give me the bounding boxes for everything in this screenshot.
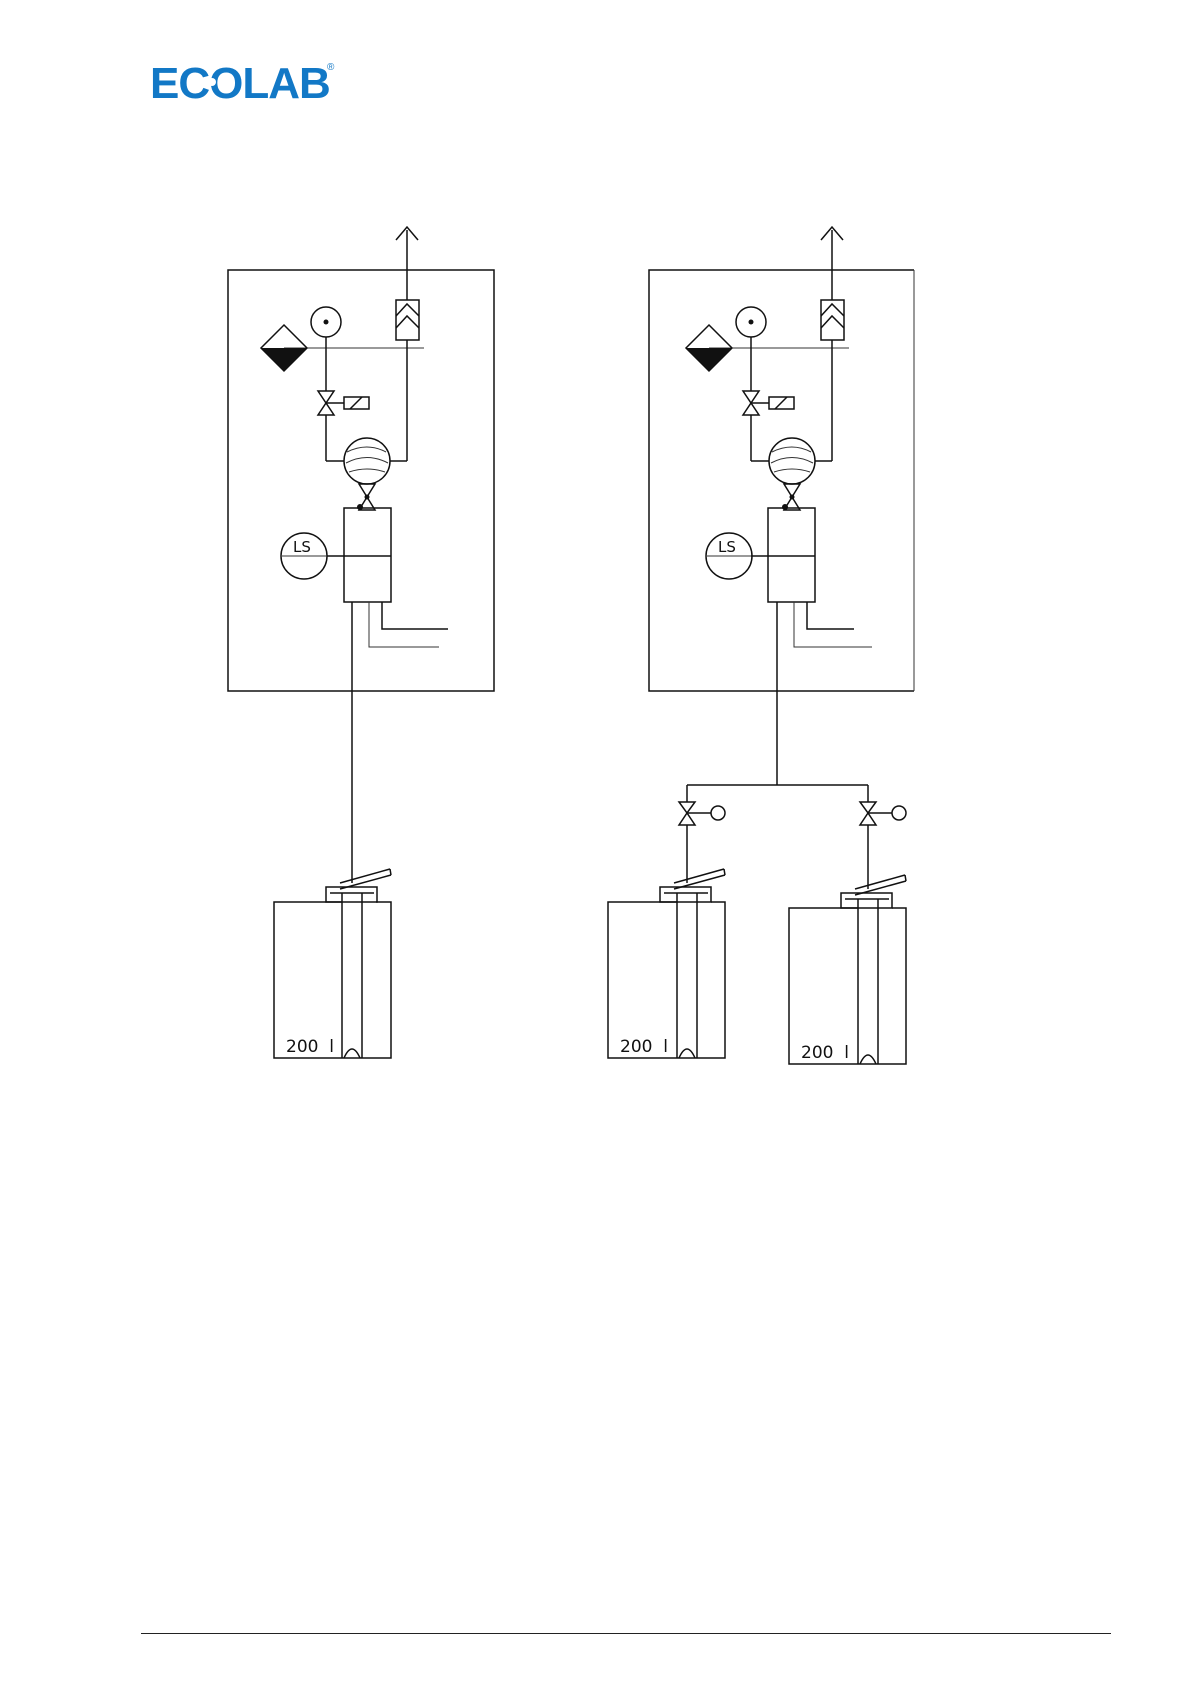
right-container-a-volume-label: 200 l xyxy=(620,1037,668,1057)
right-cabinet xyxy=(649,270,914,691)
right-level-switch: LS xyxy=(706,533,752,579)
left-outlet-arrow xyxy=(396,227,418,300)
right-container-b-volume-label: 200 l xyxy=(801,1043,849,1063)
right-pressure-gauge-symbol xyxy=(736,307,766,348)
left-solenoid-valve-symbol xyxy=(318,391,369,415)
left-check-valve-symbol xyxy=(396,300,419,340)
right-check-valve-symbol xyxy=(821,300,844,340)
right-system: LS xyxy=(608,227,914,1064)
right-filter-symbol xyxy=(686,325,732,371)
right-container-b: 200 l xyxy=(789,875,906,1064)
left-container: 200 l xyxy=(274,869,391,1058)
left-level-switch-vessel xyxy=(327,508,391,602)
right-container-a: 200 l xyxy=(608,869,725,1058)
left-container-volume-label: 200 l xyxy=(286,1037,334,1057)
left-signal-line-1 xyxy=(382,602,448,629)
right-solenoid-valve-symbol xyxy=(743,391,794,415)
right-signal-line-2 xyxy=(794,602,872,647)
left-cabinet xyxy=(228,270,494,691)
left-filter-symbol xyxy=(261,325,307,371)
left-pressure-gauge-symbol xyxy=(311,307,341,348)
right-pump-symbol xyxy=(769,438,815,510)
left-signal-line-2 xyxy=(369,602,439,647)
right-signal-line-1 xyxy=(807,602,854,629)
right-level-switch-vessel xyxy=(751,508,815,602)
right-outlet-arrow xyxy=(821,227,843,300)
right-level-switch-label: LS xyxy=(718,538,736,556)
footer-rule xyxy=(141,1633,1111,1634)
left-level-switch: LS xyxy=(281,533,327,579)
left-system: LS 200 l xyxy=(228,227,494,1058)
left-level-switch-label: LS xyxy=(293,538,311,556)
left-pump-symbol xyxy=(344,438,390,510)
